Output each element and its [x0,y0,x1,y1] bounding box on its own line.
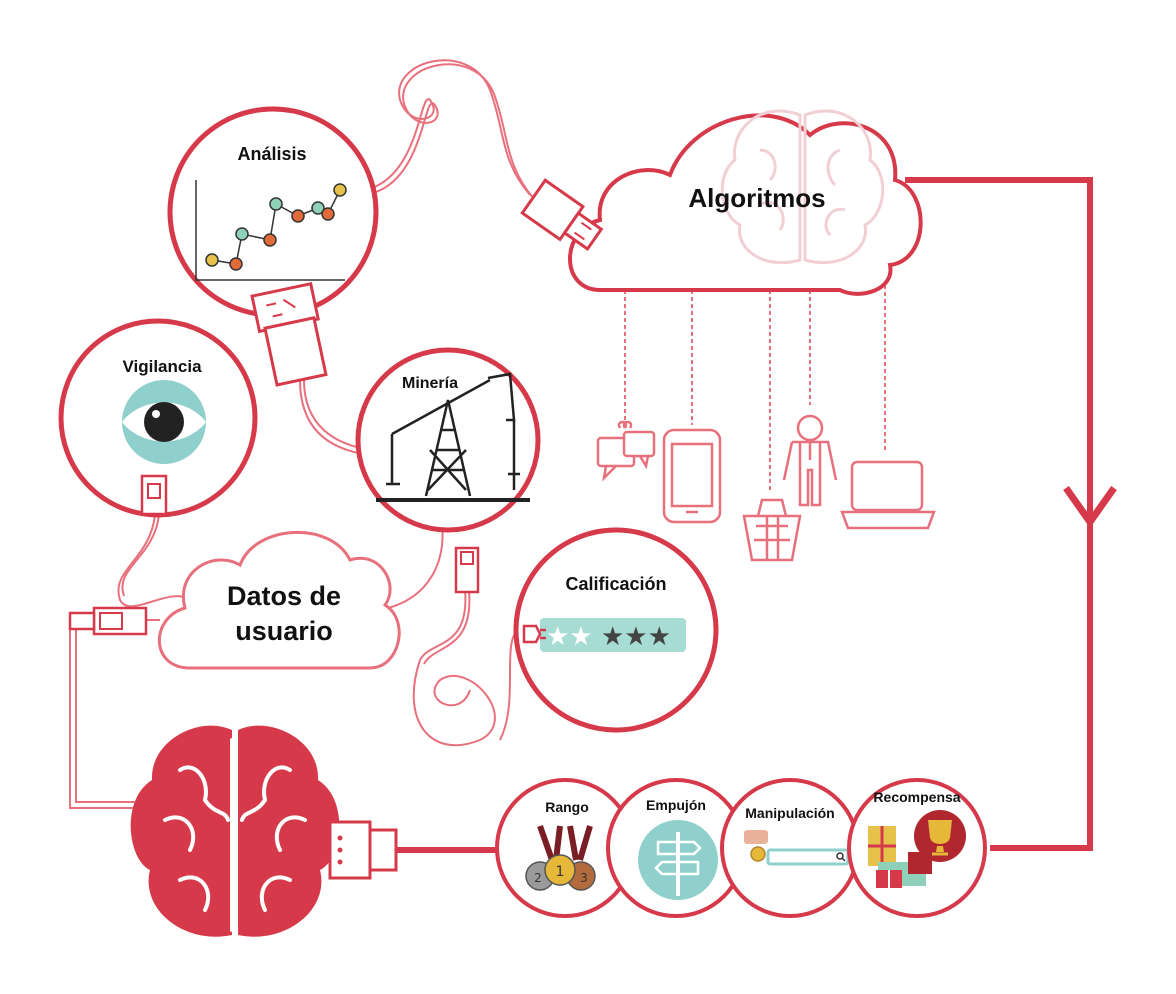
eye-icon [122,380,206,464]
manipulation-node: Manipulación [720,778,860,918]
chat-bubbles-icon [596,420,656,482]
line-chart-icon [195,180,347,281]
surveillance-node: Vigilancia [58,318,258,518]
shopping-basket-icon [742,498,802,562]
usb-connector-brain-icon [328,820,398,880]
signpost-icon [638,820,718,900]
svg-text:3: 3 [580,871,588,885]
star-rating-icon: ★★ ★★★ [540,618,686,652]
person-icon [782,414,838,507]
nudge-node: Empujón [606,778,746,918]
algorithms-label: Algoritmos [688,183,825,213]
devices [596,414,936,562]
medals-icon: 1 2 3 [525,825,596,891]
reward-node: Recompensa [847,778,987,918]
usb-plug-small-icon [140,474,168,516]
analysis-label: Análisis [237,144,306,164]
brain-outline-icon [720,109,885,265]
arrow-down-icon [1063,485,1117,529]
user-data-cloud: Datos de usuario [157,530,401,670]
rank-label: Rango [545,799,589,815]
nudge-label: Empujón [646,797,706,813]
smartphone-icon [662,428,722,524]
svg-text:★★★: ★★★ [601,622,671,652]
svg-text:1: 1 [556,864,565,880]
brain-icon [130,725,340,937]
feedback-loop [395,177,1093,853]
surveillance-label: Vigilancia [122,357,202,376]
mining-node: Minería [355,347,541,533]
trophy-gifts-icon [868,810,966,888]
usb-plug-mining-icon [454,546,480,594]
mining-label: Minería [402,375,458,392]
usb-plug-icon [520,178,604,252]
laptop-icon [840,460,936,530]
rank-node: Rango 1 2 3 [495,778,635,918]
svg-text:★★: ★★ [546,622,593,652]
algorithms-cloud: Algoritmos [568,109,923,296]
manipulation-label: Manipulación [745,805,834,821]
user-data-label-line2: usuario [235,616,333,646]
reward-label: Recompensa [873,789,960,805]
analysis-node: Análisis [167,106,379,318]
svg-text:2: 2 [534,871,542,885]
rating-node: Calificación ★★ ★★★ [513,527,719,733]
rating-label: Calificación [565,574,666,594]
usb-connector-icon [250,281,328,387]
user-data-label-line1: Datos de [227,581,341,611]
usb-plug-datos-icon [68,606,148,636]
plug-icon [522,624,546,644]
oil-pump-icon [376,372,530,502]
